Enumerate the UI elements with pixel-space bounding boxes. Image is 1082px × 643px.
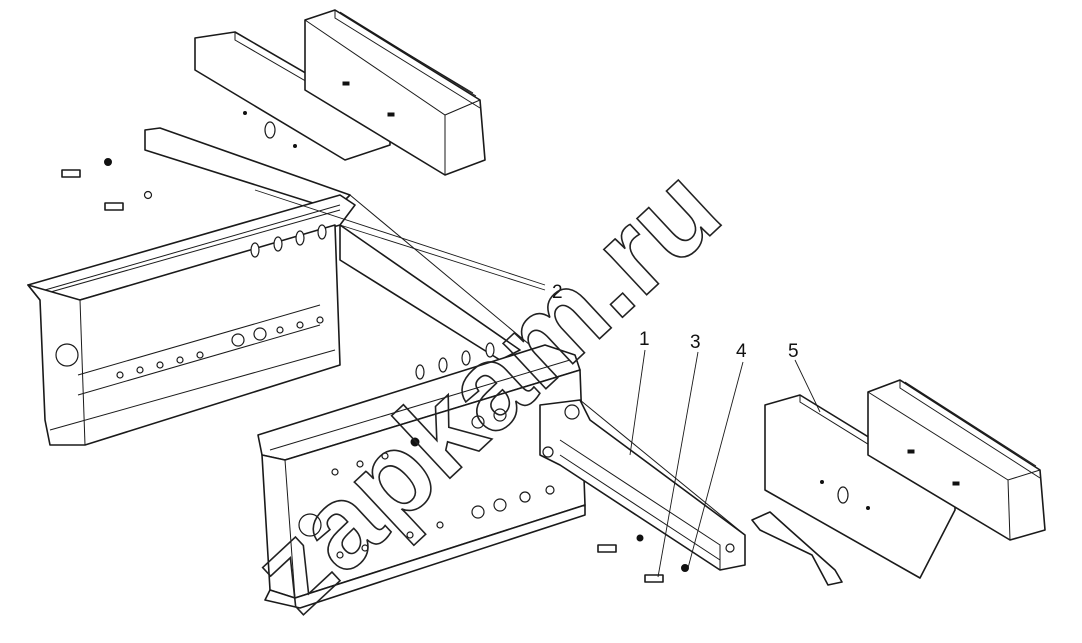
bolt-set-lower <box>597 534 689 583</box>
bracket-part-1 <box>539 399 746 571</box>
rear-bracket-top <box>194 31 391 161</box>
callout-5: 5 <box>788 341 799 362</box>
callout-3: 3 <box>690 332 701 353</box>
callout-1: 1 <box>639 329 650 350</box>
left-frame-rail <box>27 127 356 446</box>
light-block-top <box>304 9 486 176</box>
callout-4: 4 <box>736 341 747 362</box>
mount-plate <box>751 511 843 586</box>
bolt-set-upper <box>61 158 153 211</box>
leader-lines <box>254 189 821 578</box>
callout-2: 2 <box>552 282 563 303</box>
light-block-right <box>867 379 1046 541</box>
right-frame-rail <box>257 344 586 609</box>
